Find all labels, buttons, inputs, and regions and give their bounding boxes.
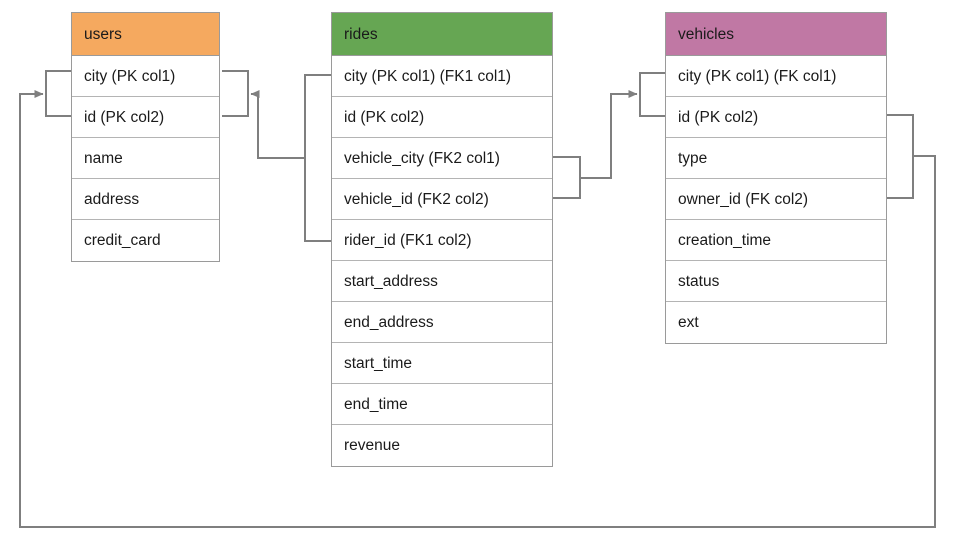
table-vehicles-column-ext[interactable]: ext: [666, 302, 886, 343]
table-users-column-id[interactable]: id (PK col2): [72, 97, 219, 138]
table-vehicles-column-status[interactable]: status: [666, 261, 886, 302]
table-rides-column-revenue[interactable]: revenue: [332, 425, 552, 466]
table-rides-column-start-time[interactable]: start_time: [332, 343, 552, 384]
table-vehicles-column-type[interactable]: type: [666, 138, 886, 179]
rides-right-anchor-bracket: [553, 156, 581, 199]
edge-rides-fk1-to-users: [250, 90, 305, 159]
table-vehicles-column-creation-time[interactable]: creation_time: [666, 220, 886, 261]
table-vehicles-column-city[interactable]: city (PK col1) (FK col1): [666, 56, 886, 97]
table-users-column-address[interactable]: address: [72, 179, 219, 220]
table-users[interactable]: users city (PK col1) id (PK col2) name a…: [71, 12, 220, 262]
table-vehicles[interactable]: vehicles city (PK col1) (FK col1) id (PK…: [665, 12, 887, 344]
table-users-column-name[interactable]: name: [72, 138, 219, 179]
users-right-anchor-bracket: [222, 70, 249, 117]
table-users-column-credit-card[interactable]: credit_card: [72, 220, 219, 261]
table-users-column-city[interactable]: city (PK col1): [72, 56, 219, 97]
vehicles-left-anchor-bracket: [639, 72, 665, 117]
edge-rides-fk2-to-vehicles: [580, 90, 638, 179]
table-rides-column-rider-id[interactable]: rider_id (FK1 col2): [332, 220, 552, 261]
table-rides-column-start-address[interactable]: start_address: [332, 261, 552, 302]
edge-vehicles-fk-to-users: [19, 90, 936, 528]
table-vehicles-header: vehicles: [666, 13, 886, 56]
vehicles-right-anchor-bracket: [887, 114, 914, 199]
table-rides[interactable]: rides city (PK col1) (FK1 col1) id (PK c…: [331, 12, 553, 467]
table-rides-column-vehicle-city[interactable]: vehicle_city (FK2 col1): [332, 138, 552, 179]
table-vehicles-column-owner-id[interactable]: owner_id (FK col2): [666, 179, 886, 220]
table-rides-column-vehicle-id[interactable]: vehicle_id (FK2 col2): [332, 179, 552, 220]
table-rides-column-id[interactable]: id (PK col2): [332, 97, 552, 138]
table-rides-column-end-address[interactable]: end_address: [332, 302, 552, 343]
users-left-anchor-bracket: [45, 70, 71, 117]
rides-left-anchor-bracket: [304, 74, 331, 242]
table-vehicles-column-id[interactable]: id (PK col2): [666, 97, 886, 138]
table-rides-column-city[interactable]: city (PK col1) (FK1 col1): [332, 56, 552, 97]
table-rides-header: rides: [332, 13, 552, 56]
table-rides-column-end-time[interactable]: end_time: [332, 384, 552, 425]
table-users-header: users: [72, 13, 219, 56]
